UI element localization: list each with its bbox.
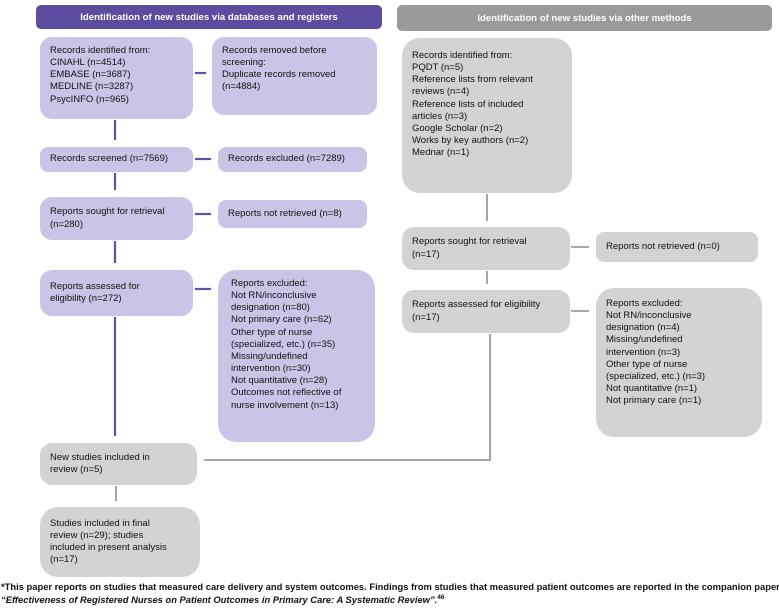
footnote-citation-number: 46	[437, 593, 445, 601]
box-reports-sought-retrieval-other: Reports sought for retrieval (n=17)	[402, 227, 570, 270]
box-reports-not-retrieved-databases: Reports not retrieved (n=8)	[218, 200, 367, 228]
box-records-identified-other: Records identified from: PQDT (n=5) Refe…	[402, 38, 572, 193]
header-other-methods: Identification of new studies via other …	[397, 5, 772, 31]
box-reports-excluded-other: Reports excluded: Not RN/inconclusive de…	[596, 288, 762, 437]
footnote-line1: *This paper reports on studies that meas…	[1, 581, 779, 592]
box-records-removed-before-screening: Records removed before screening: Duplic…	[212, 37, 377, 115]
box-records-screened: Records screened (n=7569)	[40, 147, 193, 172]
footnote-citation-title: “Effectiveness of Registered Nurses on P…	[1, 593, 438, 605]
box-reports-sought-retrieval-databases: Reports sought for retrieval (n=280)	[40, 197, 193, 240]
box-reports-assessed-eligibility-databases: Reports assessed for eligibility (n=272)	[40, 270, 193, 316]
footnote: *This paper reports on studies that meas…	[1, 581, 779, 607]
box-reports-not-retrieved-other: Reports not retrieved (n=0)	[596, 232, 758, 262]
box-studies-included-final-review: Studies included in final review (n=29);…	[40, 507, 200, 577]
box-reports-assessed-eligibility-other: Reports assessed for eligibility (n=17)	[402, 290, 570, 333]
box-reports-excluded-databases: Reports excluded: Not RN/inconclusive de…	[218, 270, 375, 442]
header-databases-registers: Identification of new studies via databa…	[36, 5, 382, 29]
box-new-studies-included: New studies included in review (n=5)	[40, 443, 197, 485]
footnote-line2: “Effectiveness of Registered Nurses on P…	[1, 594, 779, 607]
box-records-excluded: Records excluded (n=7289)	[218, 147, 367, 172]
box-records-identified-databases: Records identified from: CINAHL (n=4514)…	[40, 37, 193, 119]
